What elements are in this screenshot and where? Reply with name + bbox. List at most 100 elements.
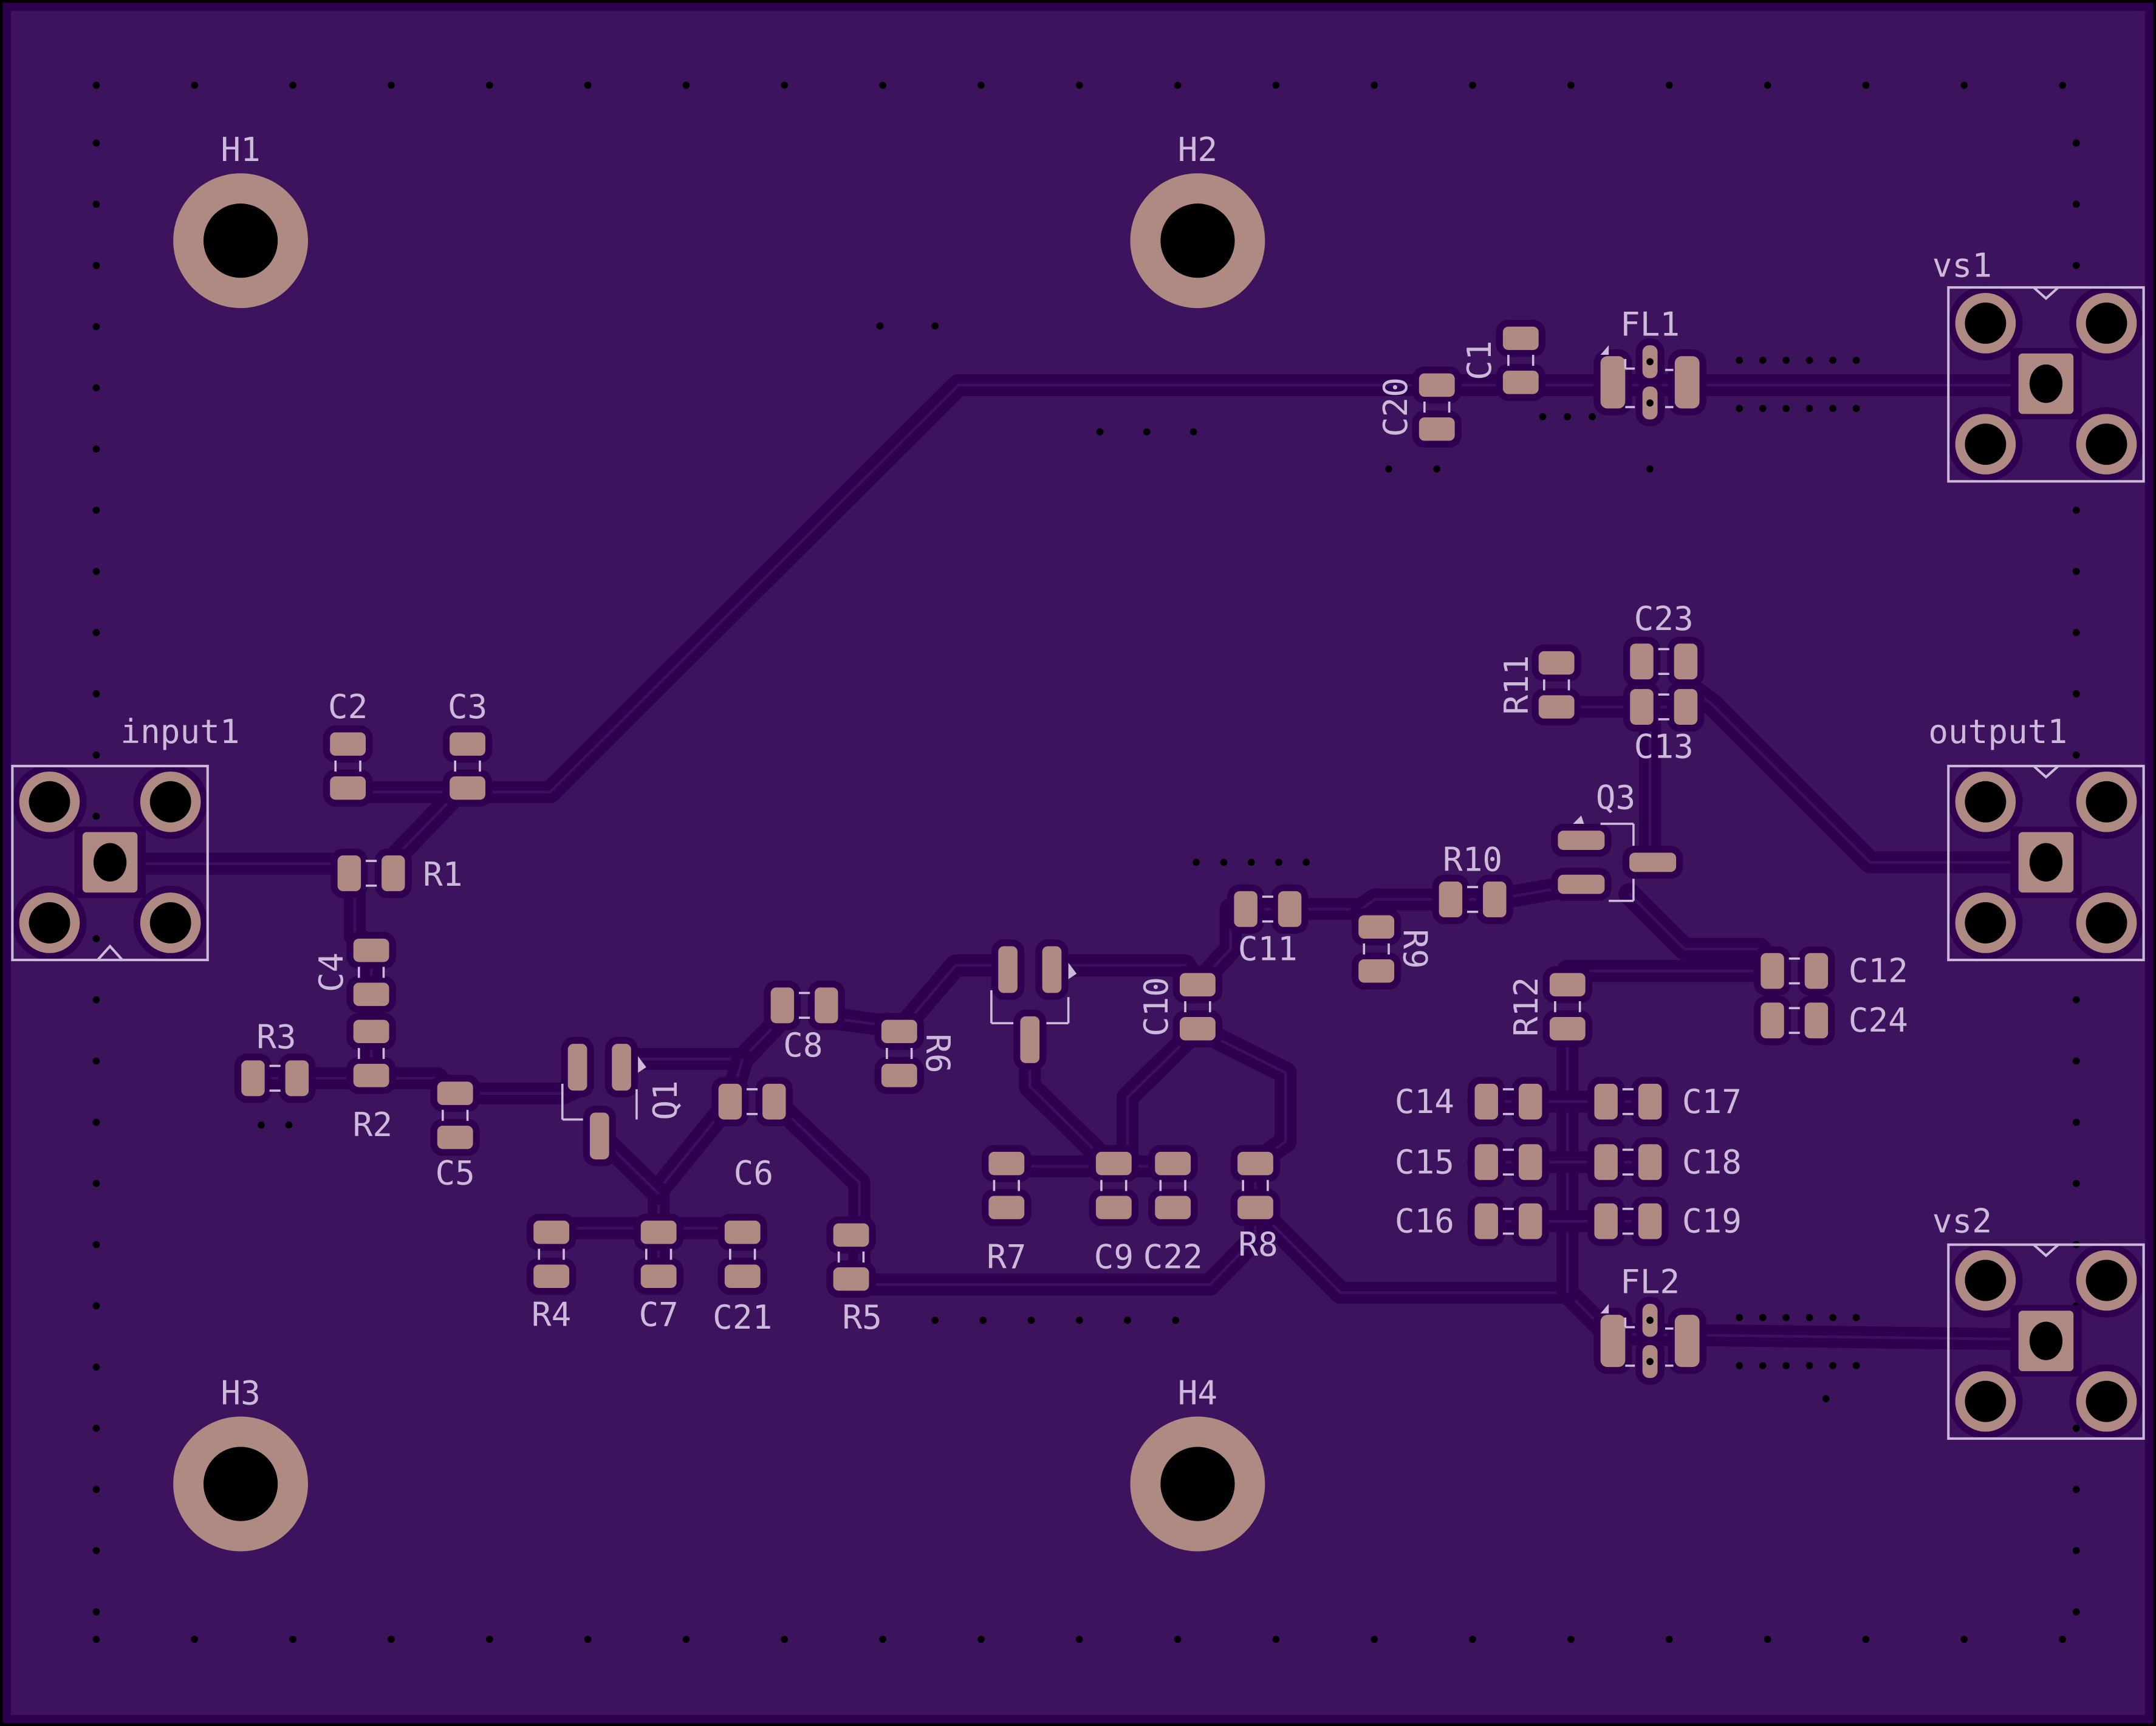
component-label-c2: C2 [328, 688, 368, 726]
via [485, 81, 493, 89]
smd-pad [533, 1264, 570, 1288]
drill-hole [1965, 781, 2007, 823]
via [191, 1635, 199, 1643]
smd-pad [1474, 1144, 1498, 1180]
pin1-marker-icon [1068, 962, 1077, 979]
via [92, 323, 100, 330]
via [285, 1121, 293, 1129]
smd-pad [1237, 1196, 1273, 1219]
smd-pad [353, 1064, 389, 1087]
via [1124, 1317, 1131, 1324]
drill-hole [2086, 423, 2127, 465]
smd-pad [724, 1221, 761, 1244]
via [92, 445, 100, 453]
mounting-hole-label: H2 [1178, 131, 1217, 169]
smd-pad [1549, 973, 1586, 997]
via [1960, 81, 1968, 89]
via [1589, 413, 1596, 420]
via [289, 81, 296, 89]
component-label-c15: C15 [1395, 1143, 1454, 1181]
via [1805, 1313, 1813, 1321]
via [2072, 1118, 2080, 1126]
component-label-c8: C8 [783, 1026, 823, 1064]
via [1852, 1362, 1860, 1369]
via [2072, 751, 2080, 759]
via [1852, 405, 1860, 413]
via [1764, 1635, 1771, 1643]
via [92, 1180, 100, 1187]
via [1665, 1635, 1673, 1643]
via [92, 1485, 100, 1493]
smd-pad [1278, 891, 1302, 927]
via [1189, 428, 1197, 436]
via [1075, 1635, 1083, 1643]
drill-hole [29, 902, 70, 943]
component-label-r7: R7 [987, 1238, 1026, 1276]
smd-pad [718, 1083, 742, 1120]
drill-hole [2086, 1380, 2127, 1422]
smd-pad [1234, 891, 1258, 927]
via [977, 81, 985, 89]
via [1805, 357, 1813, 364]
smd-pad [1600, 1315, 1626, 1368]
via [1174, 81, 1182, 89]
via [92, 1057, 100, 1065]
via [1736, 1313, 1744, 1321]
via [1193, 858, 1200, 866]
component-label-c17: C17 [1682, 1083, 1742, 1121]
component-label-c24: C24 [1849, 1001, 1908, 1039]
via [92, 262, 100, 269]
component-label-q3: Q3 [1596, 778, 1635, 817]
via [2072, 1425, 2080, 1432]
via [1143, 428, 1151, 436]
smd-pad [1594, 1144, 1618, 1180]
pin1-marker-icon [2033, 765, 2059, 779]
via [1075, 1317, 1083, 1324]
drill-hole [2029, 364, 2063, 403]
component-label-c19: C19 [1682, 1202, 1742, 1241]
via [1433, 465, 1441, 473]
smd-pad [1502, 371, 1539, 394]
component-label-c1: C1 [1460, 340, 1499, 380]
component-label-r6: R6 [919, 1033, 957, 1073]
smd-pad [881, 1064, 917, 1087]
smd-pad [1474, 1083, 1498, 1120]
pin1-marker-icon [2033, 1244, 2059, 1258]
component-label-c5: C5 [435, 1154, 474, 1192]
smd-pad [1358, 959, 1395, 983]
component-label-q1: Q1 [646, 1080, 685, 1120]
via [1371, 1635, 1378, 1643]
via [781, 1635, 789, 1643]
via [879, 1635, 886, 1643]
via [1736, 357, 1744, 364]
smd-pad [450, 776, 485, 800]
smd-pad [1638, 1144, 1662, 1180]
smd-pad [1483, 882, 1507, 917]
smd-pad [1095, 1151, 1132, 1176]
via [931, 322, 939, 330]
mounting-hole-label: H1 [221, 131, 260, 169]
smd-pad [1358, 915, 1395, 939]
smd-pad [330, 732, 366, 756]
smd-pad [1761, 1002, 1784, 1039]
smd-pad [815, 987, 838, 1024]
smd-pad [353, 939, 389, 962]
connector-label: output1 [1928, 713, 2067, 751]
smd-pad [1179, 973, 1216, 997]
component-label-c21: C21 [713, 1298, 772, 1337]
via [2072, 200, 2080, 208]
via [1805, 1362, 1813, 1369]
via [1736, 405, 1744, 413]
smd-pad [353, 1019, 389, 1044]
via [682, 81, 690, 89]
smd-pad [1155, 1151, 1191, 1176]
smd-pad [1674, 689, 1698, 725]
smd-pad [881, 1019, 917, 1044]
smd-pad [1474, 1203, 1498, 1239]
via [876, 322, 884, 330]
via [92, 506, 100, 514]
smd-pad [1419, 417, 1455, 441]
via [1646, 399, 1654, 407]
connector-label: vs1 [1932, 246, 1992, 284]
